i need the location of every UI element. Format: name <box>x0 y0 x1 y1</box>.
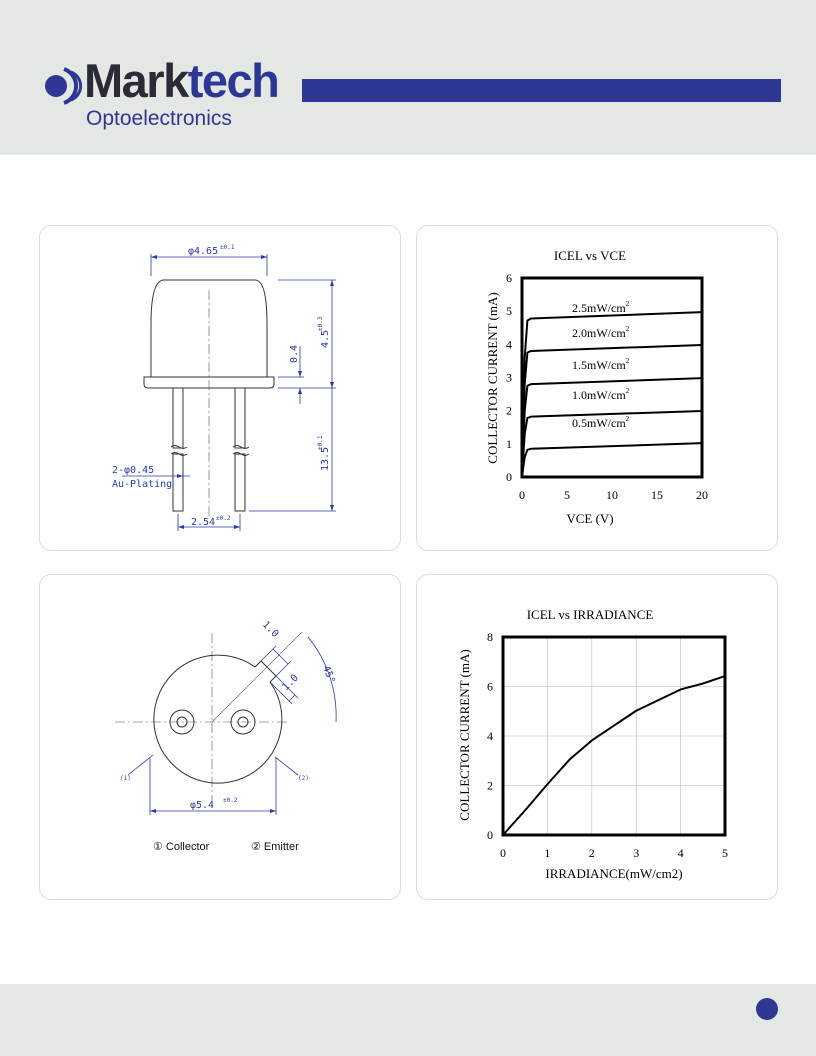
chart1-xlabel: VCE (V) <box>566 511 613 526</box>
y-tick-label: 4 <box>506 337 512 351</box>
brand-accent: tech <box>187 54 280 107</box>
x-tick-label: 1 <box>544 846 550 860</box>
height-tolerance: ±0.3 <box>317 316 324 331</box>
curve-label-25: 2.5mW/cm2 <box>572 300 630 315</box>
chart2-title: ICEL vs IRRADIANCE <box>527 607 654 622</box>
curve-label-05: 0.5mW/cm2 <box>572 415 630 430</box>
lead-length-label: 13.5 <box>320 447 331 471</box>
page-header: Marktech Optoelectronics <box>0 0 816 155</box>
x-tick-label: 5 <box>722 846 728 860</box>
tab-length-label: 1.0 <box>280 673 301 694</box>
page-footer <box>0 984 816 1056</box>
chart2-xlabel: IRRADIANCE(mW/cm2) <box>545 866 682 881</box>
x-tick-label: 4 <box>678 846 684 860</box>
header-accent-bar <box>302 79 781 102</box>
y-tick-label: 6 <box>487 680 493 694</box>
curve-label-20: 2.0mW/cm2 <box>572 325 630 340</box>
height-label: 4.5 <box>320 330 331 348</box>
pin2-mark: (2) <box>298 775 309 782</box>
y-tick-label: 5 <box>506 304 512 318</box>
y-tick-label: 6 <box>506 271 512 285</box>
x-tick-label: 5 <box>564 488 570 502</box>
tab-width-label: 1.0 <box>260 619 281 640</box>
chart2-plot-frame <box>501 635 727 837</box>
legend-collector: ① Collector <box>153 841 210 853</box>
chart2-ylabel: COLLECTOR CURRENT (mA) <box>457 649 472 820</box>
icel-vs-vce-chart: ICEL vs VCE VCE (V) COLLECTOR CURRENT (m… <box>485 248 708 526</box>
brand-name: Marktech <box>84 54 280 107</box>
diameter-tolerance: ±0.1 <box>220 244 235 251</box>
legend-emitter: ② Emitter <box>251 841 299 853</box>
x-tick-label: 0 <box>519 488 525 502</box>
curve-label-10: 1.0mW/cm2 <box>572 387 630 402</box>
base-diameter-label: φ5.4 <box>190 800 214 811</box>
curve-label-15: 1.5mW/cm2 <box>572 357 630 372</box>
x-tick-label: 3 <box>633 846 639 860</box>
x-tick-label: 10 <box>606 488 618 502</box>
series-line-0 <box>502 675 726 836</box>
brand-main: Mark <box>84 54 189 107</box>
chart1-plot-frame <box>520 276 704 479</box>
angle-label: 45° <box>320 664 337 685</box>
y-tick-label: 0 <box>506 470 512 484</box>
x-tick-label: 0 <box>500 846 506 860</box>
icel-vs-irradiance-chart: ICEL vs IRRADIANCE IRRADIANCE(mW/cm2) CO… <box>457 607 728 881</box>
package-bottom-drawing: 1.0 1.0 45° φ5.4 ±0.2 (1) (2) ① Collecto… <box>115 619 337 853</box>
lead-spec-label: 2-φ0.45 <box>112 465 154 476</box>
y-tick-label: 0 <box>487 828 493 842</box>
y-tick-label: 3 <box>506 371 512 385</box>
x-tick-label: 15 <box>651 488 663 502</box>
bottom-view-panel: 1.0 1.0 45° φ5.4 ±0.2 (1) (2) ① Collecto… <box>39 574 401 900</box>
icel-vs-irradiance-panel: ICEL vs IRRADIANCE IRRADIANCE(mW/cm2) CO… <box>416 574 778 900</box>
plating-label: Au-Plating <box>112 479 172 490</box>
series-line-0 <box>521 442 703 478</box>
dimension-drawing-panel: φ4.65 ±0.1 4.5 ±0.3 0.4 13.5 ±0.1 2-φ0.4… <box>39 225 401 551</box>
marktech-logo-icon <box>45 67 83 105</box>
base-diameter-tolerance: ±0.2 <box>223 797 238 804</box>
y-tick-label: 8 <box>487 630 493 644</box>
flange-label: 0.4 <box>289 345 300 363</box>
pin1-mark: (1) <box>120 775 131 782</box>
y-tick-label: 4 <box>487 729 493 743</box>
y-tick-label: 2 <box>506 404 512 418</box>
package-side-drawing: φ4.65 ±0.1 4.5 ±0.3 0.4 13.5 ±0.1 2-φ0.4… <box>112 244 336 531</box>
y-tick-label: 1 <box>506 437 512 451</box>
brand-tagline: Optoelectronics <box>86 107 232 130</box>
diameter-label: φ4.65 <box>188 246 218 257</box>
x-tick-label: 20 <box>696 488 708 502</box>
series-line-4 <box>521 311 703 478</box>
x-tick-label: 2 <box>589 846 595 860</box>
icel-vs-vce-panel: ICEL vs VCE VCE (V) COLLECTOR CURRENT (m… <box>416 225 778 551</box>
page-indicator-dot <box>756 998 778 1020</box>
pitch-tolerance: ±0.2 <box>216 515 231 522</box>
lead-length-tolerance: ±0.1 <box>317 435 324 450</box>
pitch-label: 2.54 <box>191 517 215 528</box>
y-tick-label: 2 <box>487 779 493 793</box>
chart1-ylabel: COLLECTOR CURRENT (mA) <box>485 292 500 463</box>
chart1-title: ICEL vs VCE <box>554 248 626 263</box>
